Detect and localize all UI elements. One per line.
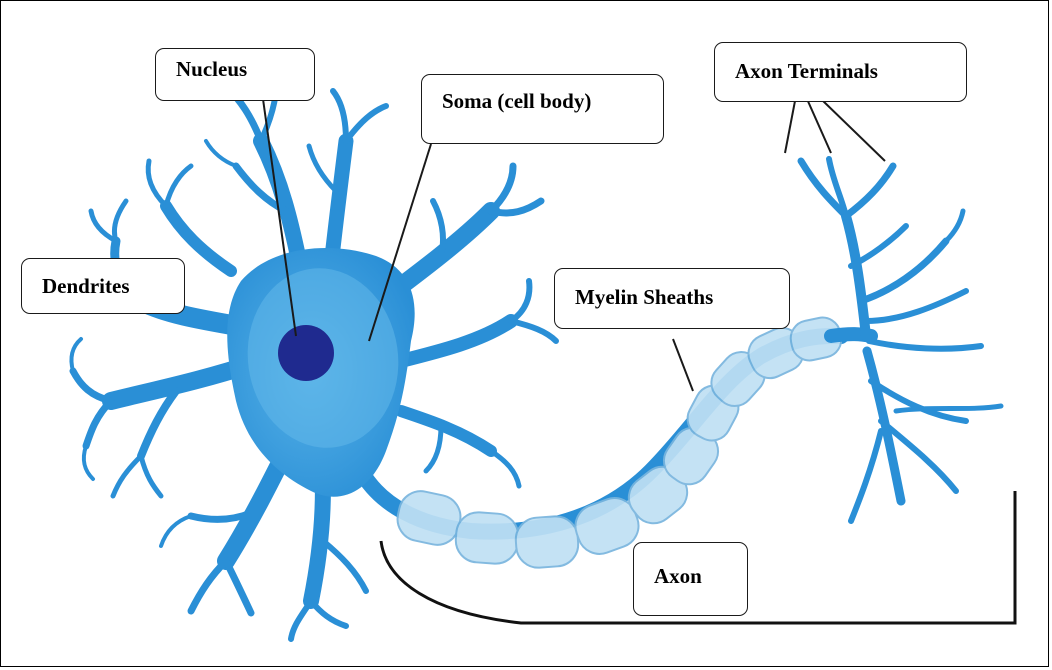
axon-terminals bbox=[801, 159, 1001, 521]
axon-label: Axon bbox=[633, 542, 748, 616]
nucleus-label: Nucleus bbox=[155, 48, 315, 101]
dendrites-label: Dendrites bbox=[21, 258, 185, 314]
axon-terminals-label: Axon Terminals bbox=[714, 42, 967, 102]
soma-label: Soma (cell body) bbox=[421, 74, 664, 144]
myelin-sheaths-label: Myelin Sheaths bbox=[554, 268, 790, 329]
nucleus bbox=[278, 325, 334, 381]
myelin-sheaths bbox=[393, 314, 844, 569]
